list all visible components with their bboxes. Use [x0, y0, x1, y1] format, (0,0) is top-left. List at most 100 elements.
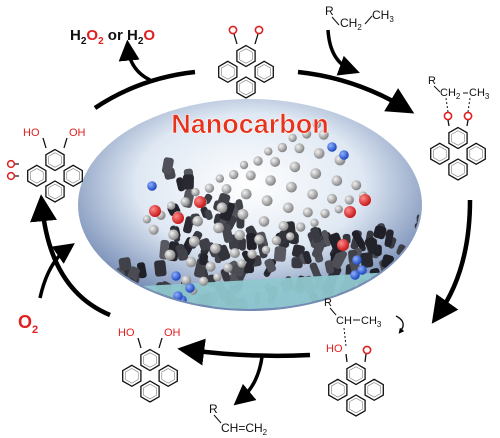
molecule-diol-left: HO OH: [6, 127, 86, 203]
carbon-atom: [213, 272, 222, 282]
carbon-atom: [168, 229, 179, 241]
carbon-atom: [164, 249, 176, 261]
carbon-atom: [270, 156, 281, 167]
ring-inner-2: [66, 168, 80, 184]
label-o2: O2: [18, 312, 38, 336]
nanotube-fragment: [403, 296, 417, 309]
nanotube-fragment: [404, 283, 419, 301]
oxygen-atom: [337, 239, 349, 251]
carbon-atom: [245, 170, 256, 181]
nanotube-fragment: [348, 294, 364, 309]
carbon-atom: [313, 148, 325, 159]
ring-inner-1: [433, 146, 447, 162]
nanotube-fragment: [115, 283, 132, 301]
nanotube-fragment: [302, 250, 312, 265]
oxygen-atom: [194, 196, 206, 208]
ring-0: [236, 44, 256, 68]
nanotube-fragment: [424, 265, 436, 282]
carbon-atom: [261, 195, 273, 207]
ring-2: [466, 142, 486, 166]
input-arrow-o2: [38, 243, 75, 299]
nanotube-fragment: [177, 249, 189, 261]
carbon-atom: [213, 222, 225, 234]
nanotube-fragment: [273, 246, 287, 262]
nitrogen-atom: [171, 271, 181, 281]
nanotube-fragment: [417, 238, 420, 256]
alkane-ch3: CH3: [372, 8, 394, 24]
nitrogen-atom: [185, 283, 195, 293]
carbon-atom: [254, 234, 265, 245]
label-h2o2-or-h2o: H2O2 or H2O: [70, 27, 155, 47]
nanotube-fragment: [364, 236, 380, 255]
nanotube-fragment: [367, 279, 379, 297]
carbon-atom: [277, 142, 287, 153]
carbon-atom: [331, 175, 343, 186]
nanotube-fragment: [95, 282, 106, 296]
cycle-arrow-top-right: [297, 69, 415, 114]
nanotube-fragment: [239, 237, 246, 251]
carbon-atom: [239, 160, 249, 170]
ring-3: [448, 158, 468, 181]
cycle-arrow-bottom: [177, 338, 311, 366]
carbon-atom: [264, 147, 273, 156]
nanotube-fragment: [324, 260, 335, 274]
nanotube-fragment: [395, 260, 413, 280]
ring-inner-3: [143, 383, 157, 400]
nanotube-fragment: [418, 280, 420, 294]
ring-3: [346, 394, 366, 417]
molecule-pyrene-dione-top: [218, 25, 274, 99]
nanotube-fragment: [182, 174, 194, 190]
nanotube-fragment: [243, 256, 256, 274]
nanotube-fragment: [426, 196, 444, 216]
intermediate-ch: CH: [336, 315, 352, 327]
oxygen-atom: [359, 194, 371, 206]
carbon-atom: [258, 216, 270, 227]
carbon-atom: [221, 184, 232, 194]
ring-2: [254, 60, 274, 84]
ring-2: [364, 378, 384, 402]
diol-left-ho: HO: [23, 127, 40, 139]
nanotube-fragment: [137, 291, 152, 309]
molecule-alkane-top: R CH2 CH3: [325, 4, 394, 32]
carbon-atom: [181, 275, 192, 286]
carbon-atom: [320, 208, 330, 219]
nanotube-fragment: [425, 229, 442, 250]
alkene-chain: CH=CH2: [221, 421, 268, 437]
nanotube-fragment: [136, 262, 147, 279]
ring-inner-2: [161, 368, 175, 384]
nitrogen-atom: [352, 255, 362, 265]
carbon-atom: [180, 197, 190, 207]
carbon-atom: [261, 245, 271, 255]
carbon-atom: [296, 222, 306, 232]
carbon-atom: [344, 195, 354, 205]
ring-inner-1: [331, 382, 345, 398]
diol-bottom-oh: OH: [164, 327, 181, 339]
nanotube-fragment: [80, 276, 90, 289]
ring-inner-3: [451, 161, 465, 178]
carbon-atom: [148, 224, 159, 235]
carbon-atom: [318, 129, 329, 140]
adsorbed-ch3: CH3: [469, 87, 490, 101]
carbon-atom: [286, 232, 295, 241]
ring-1: [218, 60, 238, 84]
nanotube-fragment: [291, 257, 303, 269]
nanotube-model: [142, 120, 371, 305]
nanotube-fragment: [123, 281, 134, 302]
alkane-r: R: [325, 4, 334, 18]
carbon-atom: [216, 202, 228, 213]
molecule-diol-bottom: HO OH: [118, 327, 181, 403]
nanotube-fragment: [221, 223, 234, 243]
intermediate-ch3: CH3: [361, 315, 382, 329]
ring-inner-0: [451, 130, 465, 146]
nanotube-fragment: [375, 291, 387, 304]
nitrogen-atom: [350, 270, 360, 280]
carbon-atom: [283, 202, 294, 214]
nanotube-fragment: [131, 296, 141, 309]
carbon-atom: [302, 207, 313, 218]
diol-bottom-ho: HO: [118, 327, 135, 339]
nanotube-fragment: [199, 253, 209, 266]
nitrogen-atom: [327, 142, 337, 152]
nanotube-fragment: [392, 274, 404, 289]
carbon-atom: [271, 235, 282, 246]
